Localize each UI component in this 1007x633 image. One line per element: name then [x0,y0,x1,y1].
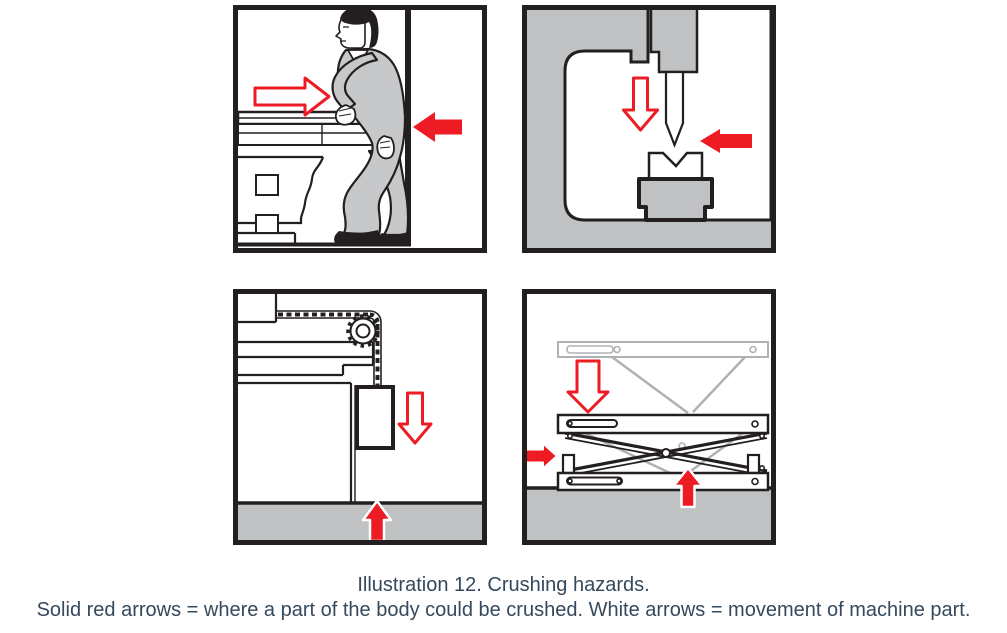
red-crush-arrow-up-icon [361,499,393,543]
worker-figure [331,7,410,244]
chain-drive [276,310,382,388]
stop-post [746,453,761,475]
red-crush-arrow-left-icon [413,112,462,142]
panel-press [522,5,776,253]
panel-border [522,5,776,253]
panel-border [233,5,487,253]
face [335,16,366,49]
white-motion-arrow-right-icon [253,76,331,117]
figure-caption: Illustration 12. Crushing hazards. Solid… [0,573,1007,623]
punch-tool [664,70,685,149]
wall [405,9,411,243]
white-motion-arrow-down-icon [397,391,433,445]
pivot-pin [661,448,671,458]
descending-block [355,385,395,450]
press-ram [649,5,699,74]
caption-legend: Solid red arrows = where a part of the b… [36,599,971,621]
red-crush-arrow-up-icon [672,466,704,509]
caption-title: Illustration 12. Crushing hazards. [357,574,650,596]
sprocket-teeth [346,314,380,348]
red-crush-arrow-left-icon [700,129,752,153]
hair [340,7,379,48]
panel-border [233,289,487,545]
die-bolster [637,177,714,222]
floor [527,488,771,540]
base-platform [556,471,770,492]
white-motion-arrow-down-icon [566,359,610,414]
panel-border [522,289,776,545]
middle-platform [556,413,770,435]
panel-chain-block [233,289,487,545]
back-shoe [377,232,409,244]
red-crush-arrow-right-icon [525,442,558,470]
floor [238,503,482,540]
ghost-raised-position [557,341,769,475]
stop-post [561,453,576,475]
panel-scissor-lift [522,289,776,545]
scissor-arms [564,431,768,477]
panel-worker-pinned [233,5,487,253]
front-shoe [334,230,380,243]
white-motion-arrow-down-icon [622,76,659,132]
